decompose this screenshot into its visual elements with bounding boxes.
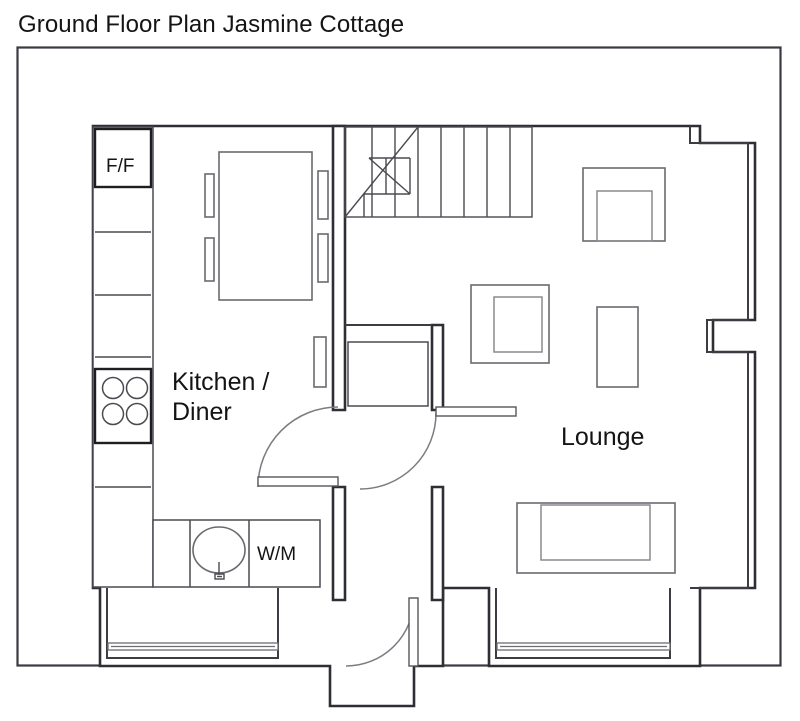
internal-wall-kitchen-hall-lower xyxy=(331,485,347,602)
hob-burner xyxy=(101,376,125,400)
lounge-label: Lounge xyxy=(561,423,644,451)
fridge-freezer-label: F/F xyxy=(106,156,135,177)
hob-burner xyxy=(125,376,149,400)
washing-machine-label: W/M xyxy=(257,544,296,565)
dining-chair xyxy=(317,170,329,220)
sink-tap-base xyxy=(214,573,225,580)
dining-table-set xyxy=(204,151,329,388)
lounge-door[interactable] xyxy=(359,406,517,490)
front-door[interactable] xyxy=(345,597,419,667)
hob-burner xyxy=(125,402,149,426)
kitchen-unit-run xyxy=(92,126,154,588)
kitchen-window xyxy=(106,588,279,659)
armchair-upper xyxy=(582,167,666,242)
under-stairs-cupboard xyxy=(347,341,429,407)
internal-wall-hall-lounge xyxy=(430,323,445,412)
kitchen-label-line1: Kitchen / xyxy=(172,368,269,396)
hob-burner xyxy=(101,402,125,426)
dining-chair xyxy=(317,233,329,283)
kitchen-door[interactable] xyxy=(257,406,339,488)
side-table xyxy=(596,306,639,388)
internal-wall-kitchen-hall xyxy=(331,124,347,412)
exterior-wall-inner-face xyxy=(689,126,749,589)
kitchen-label-line2: Diner xyxy=(172,398,232,426)
armchair-lower xyxy=(470,284,550,364)
dining-chair xyxy=(204,237,215,282)
dining-chair xyxy=(313,336,327,388)
lounge-window xyxy=(495,588,671,659)
page-title: Ground Floor Plan Jasmine Cottage xyxy=(18,11,405,38)
dining-table xyxy=(218,151,313,301)
dining-chair xyxy=(204,173,215,218)
sofa xyxy=(516,502,676,574)
internal-wall-hall-lounge-lower xyxy=(430,485,445,602)
kitchen-counter-run xyxy=(152,519,321,588)
fridge-freezer-unit xyxy=(93,127,153,189)
staircase xyxy=(344,126,533,218)
